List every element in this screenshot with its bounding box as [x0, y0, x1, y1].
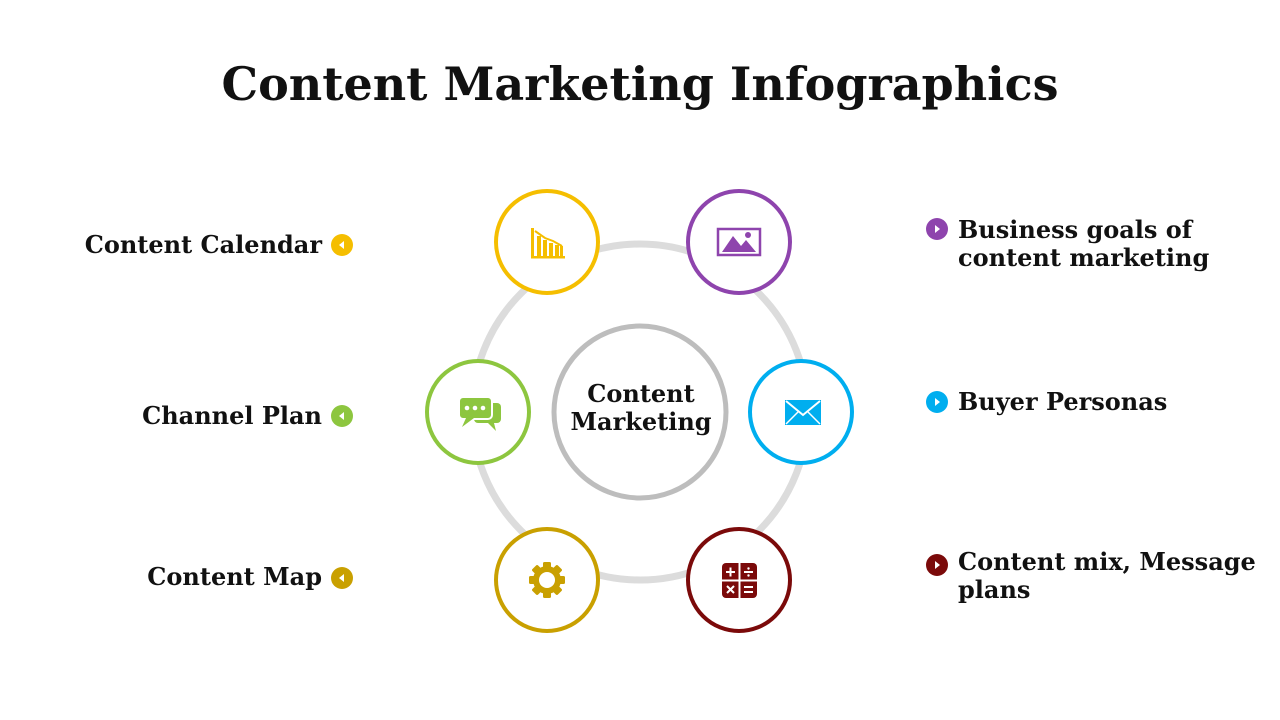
page-title: Content Marketing Infographics: [221, 57, 1059, 111]
right-arrow-bullet-icon: [926, 218, 948, 240]
node-content-mix: [686, 527, 792, 633]
label-content-mix: Content mix, Message plans: [958, 548, 1258, 604]
label-content-mix-line-1: Content mix, Message: [958, 547, 1256, 576]
chat-bubbles-icon: [458, 396, 501, 431]
label-content-calendar: Content Calendar: [84, 230, 322, 259]
node-content-calendar: [494, 189, 600, 295]
left-arrow-bullet-icon: [331, 405, 353, 427]
node-business-goals: [686, 189, 792, 295]
label-business-goals: Business goals of content marketing: [958, 216, 1258, 272]
center-label: Content Marketing: [560, 380, 722, 436]
right-arrow-bullet-icon: [926, 554, 948, 576]
node-channel-plan: [425, 359, 531, 465]
center-label-line-2: Marketing: [570, 407, 712, 436]
label-content-map: Content Map: [147, 562, 322, 591]
node-content-map: [494, 527, 600, 633]
left-arrow-bullet-icon: [331, 567, 353, 589]
right-arrow-bullet-icon: [926, 391, 948, 413]
center-label-line-1: Content: [587, 379, 695, 408]
center-circle: [551, 323, 729, 501]
label-content-mix-line-2: plans: [958, 575, 1031, 604]
gear-icon: [529, 562, 565, 598]
bar-chart-icon: [531, 228, 565, 259]
node-buyer-personas: [748, 359, 854, 465]
label-buyer-personas-line-1: Buyer Personas: [958, 387, 1168, 416]
label-buyer-personas: Buyer Personas: [958, 388, 1258, 416]
calculator-icon: [722, 563, 757, 598]
left-arrow-bullet-icon: [331, 234, 353, 256]
label-business-goals-line-1: Business goals of: [958, 215, 1193, 244]
envelope-icon: [785, 400, 821, 425]
image-icon: [716, 227, 762, 257]
label-channel-plan: Channel Plan: [142, 401, 322, 430]
label-business-goals-line-2: content marketing: [958, 243, 1210, 272]
